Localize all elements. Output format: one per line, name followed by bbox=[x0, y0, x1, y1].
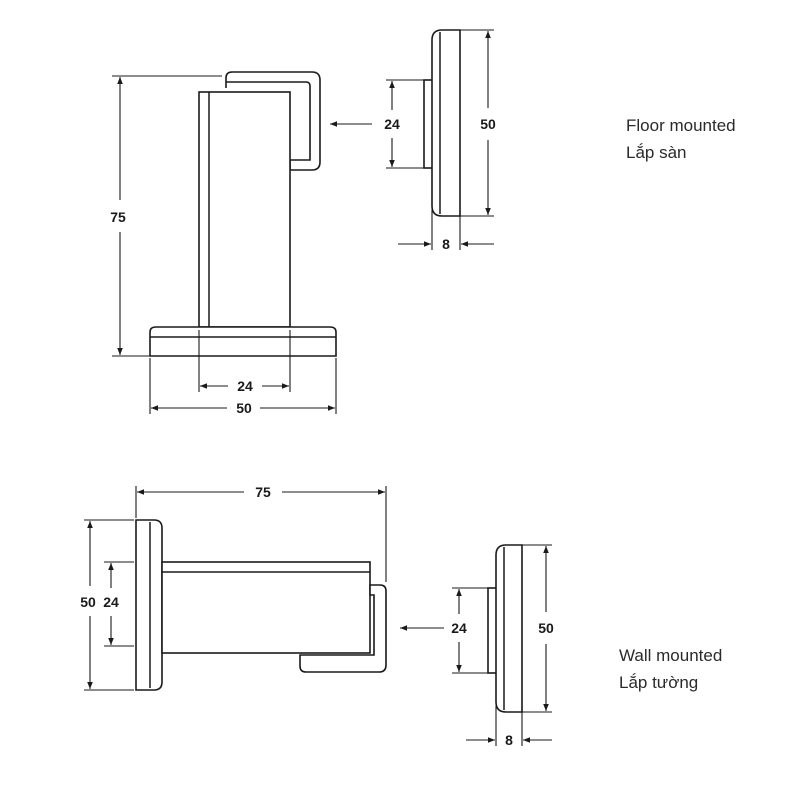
floor-side-view: 24 50 8 bbox=[330, 29, 496, 252]
floor-label-vi: Lắp sàn bbox=[626, 143, 687, 162]
wall-plate-inner-dim: 24 bbox=[103, 594, 119, 610]
wall-arm bbox=[161, 561, 371, 654]
wall-front-view: 75 50 24 bbox=[80, 484, 387, 691]
wall-length-dim: 75 bbox=[255, 484, 271, 500]
floor-post-width-dim: 24 bbox=[237, 378, 253, 394]
floor-label-en: Floor mounted bbox=[626, 116, 736, 135]
floor-base-width-dim: 50 bbox=[236, 400, 252, 416]
wall-side-view: 24 50 8 bbox=[400, 544, 554, 748]
wall-side-disc bbox=[495, 544, 523, 713]
floor-mounted-caption: Floor mounted Lắp sàn bbox=[626, 112, 736, 166]
wall-plate-outer-dim: 50 bbox=[80, 594, 96, 610]
wall-stopper-head bbox=[299, 584, 387, 673]
floor-post bbox=[198, 91, 291, 328]
floor-side-depth-dim: 8 bbox=[442, 236, 450, 252]
wall-mounted-caption: Wall mounted Lắp tường bbox=[619, 642, 722, 696]
wall-plate bbox=[135, 519, 163, 691]
wall-label-vi: Lắp tường bbox=[619, 673, 699, 692]
wall-side-inner-dim: 24 bbox=[451, 620, 467, 636]
floor-side-inner-dim: 24 bbox=[384, 116, 400, 132]
floor-base-plate bbox=[149, 326, 337, 357]
floor-side-outer-dim: 50 bbox=[480, 116, 496, 132]
floor-front-view: 75 24 50 bbox=[110, 71, 337, 416]
floor-height-dim: 75 bbox=[110, 209, 126, 225]
wall-side-outer-dim: 50 bbox=[538, 620, 554, 636]
wall-label-en: Wall mounted bbox=[619, 646, 723, 665]
floor-side-disc bbox=[431, 29, 461, 217]
wall-side-depth-dim: 8 bbox=[505, 732, 513, 748]
floor-stopper-head bbox=[225, 71, 321, 171]
